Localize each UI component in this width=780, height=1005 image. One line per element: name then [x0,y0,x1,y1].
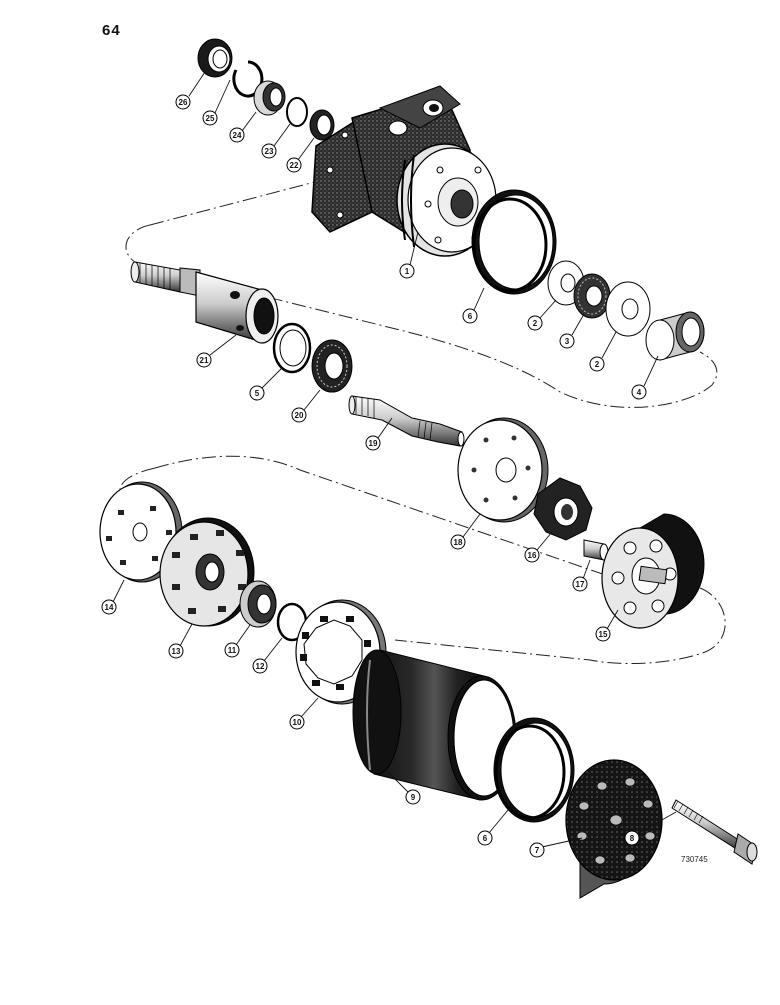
callout-9: 9 [405,789,421,805]
needle-bearing-part-4 [645,311,705,361]
callout-15: 15 [595,626,611,642]
callout-4: 4 [631,384,647,400]
callout-3: 3 [559,333,575,349]
svg-text:20: 20 [295,411,304,420]
cap-screw-part-8 [671,799,758,865]
svg-text:21: 21 [200,356,209,365]
stator-part-15 [601,513,705,629]
plate-part-14 [99,481,183,583]
thrust-bearing-part-3 [573,273,611,319]
callout-23: 23 [261,143,277,159]
callout-24: 24 [229,127,245,143]
washer-part-2-b [605,281,651,337]
svg-text:4: 4 [637,388,642,397]
bearing-part-11 [239,580,277,628]
svg-text:2: 2 [595,360,600,369]
svg-text:6: 6 [468,312,473,321]
rotor-part-16 [533,477,593,541]
svg-text:9: 9 [411,793,416,802]
assembly-centerline-lower [119,455,726,665]
seal-part-26 [197,38,233,78]
callout-2-a: 2 [527,315,543,331]
valve-plate-part-13 [159,517,255,627]
drawing-reference-number: 730745 [681,855,708,864]
callout-13: 13 [168,643,184,659]
svg-text:10: 10 [293,718,302,727]
svg-text:5: 5 [255,389,260,398]
callout-26: 26 [175,94,191,110]
seal-ring-part-6-upper [471,189,557,295]
callout-21: 21 [196,352,212,368]
callout-1: 1 [399,263,415,279]
svg-text:14: 14 [105,603,114,612]
svg-text:19: 19 [369,439,378,448]
callout-14: 14 [101,599,117,615]
callout-17: 17 [572,576,588,592]
callout-5: 5 [249,385,265,401]
drive-shaft-part-19 [348,395,465,447]
svg-text:25: 25 [206,114,215,123]
callout-6-upper: 6 [462,308,478,324]
housing-part-1 [311,85,497,257]
svg-text:1: 1 [405,267,410,276]
svg-text:6: 6 [483,834,488,843]
ring-part-23 [286,97,308,127]
svg-text:16: 16 [528,551,537,560]
callout-20: 20 [291,407,307,423]
wear-plate-part-10 [457,417,549,523]
svg-text:11: 11 [228,646,237,655]
callout-19: 19 [365,435,381,451]
svg-text:15: 15 [599,630,608,639]
seal-ring-part-6-lower [493,717,575,823]
pin-part-17 [583,539,609,561]
svg-text:8: 8 [630,834,635,843]
callout-7: 7 [529,842,545,858]
seal-part-22 [309,109,335,141]
svg-text:3: 3 [565,337,570,346]
callout-22: 22 [286,157,302,173]
svg-text:22: 22 [290,161,299,170]
callout-18: 18 [450,534,466,550]
thrust-bearing-part-20 [311,339,353,393]
callout-8: 8 [624,830,640,846]
svg-text:18: 18 [454,538,463,547]
end-cap-part-7 [565,759,663,899]
svg-text:17: 17 [576,580,585,589]
callout-10: 10 [289,714,305,730]
callout-16-rotor: 16 [524,547,540,563]
svg-text:2: 2 [533,319,538,328]
callout-25: 25 [202,110,218,126]
svg-text:12: 12 [256,662,265,671]
page-number: 64 [102,22,121,39]
callout-2-b: 2 [589,356,605,372]
output-shaft-part-21 [130,261,279,344]
leader-lines [112,71,677,848]
housing-tube-part-9 [352,649,517,801]
svg-text:24: 24 [233,131,242,140]
svg-text:13: 13 [172,647,181,656]
svg-text:7: 7 [535,846,540,855]
callout-6-lower: 6 [477,830,493,846]
callout-11: 11 [224,642,240,658]
svg-text:26: 26 [179,98,188,107]
bearing-part-24 [253,80,286,116]
callout-12: 12 [252,658,268,674]
bearing-race-part-5 [272,322,312,374]
svg-text:23: 23 [265,147,274,156]
